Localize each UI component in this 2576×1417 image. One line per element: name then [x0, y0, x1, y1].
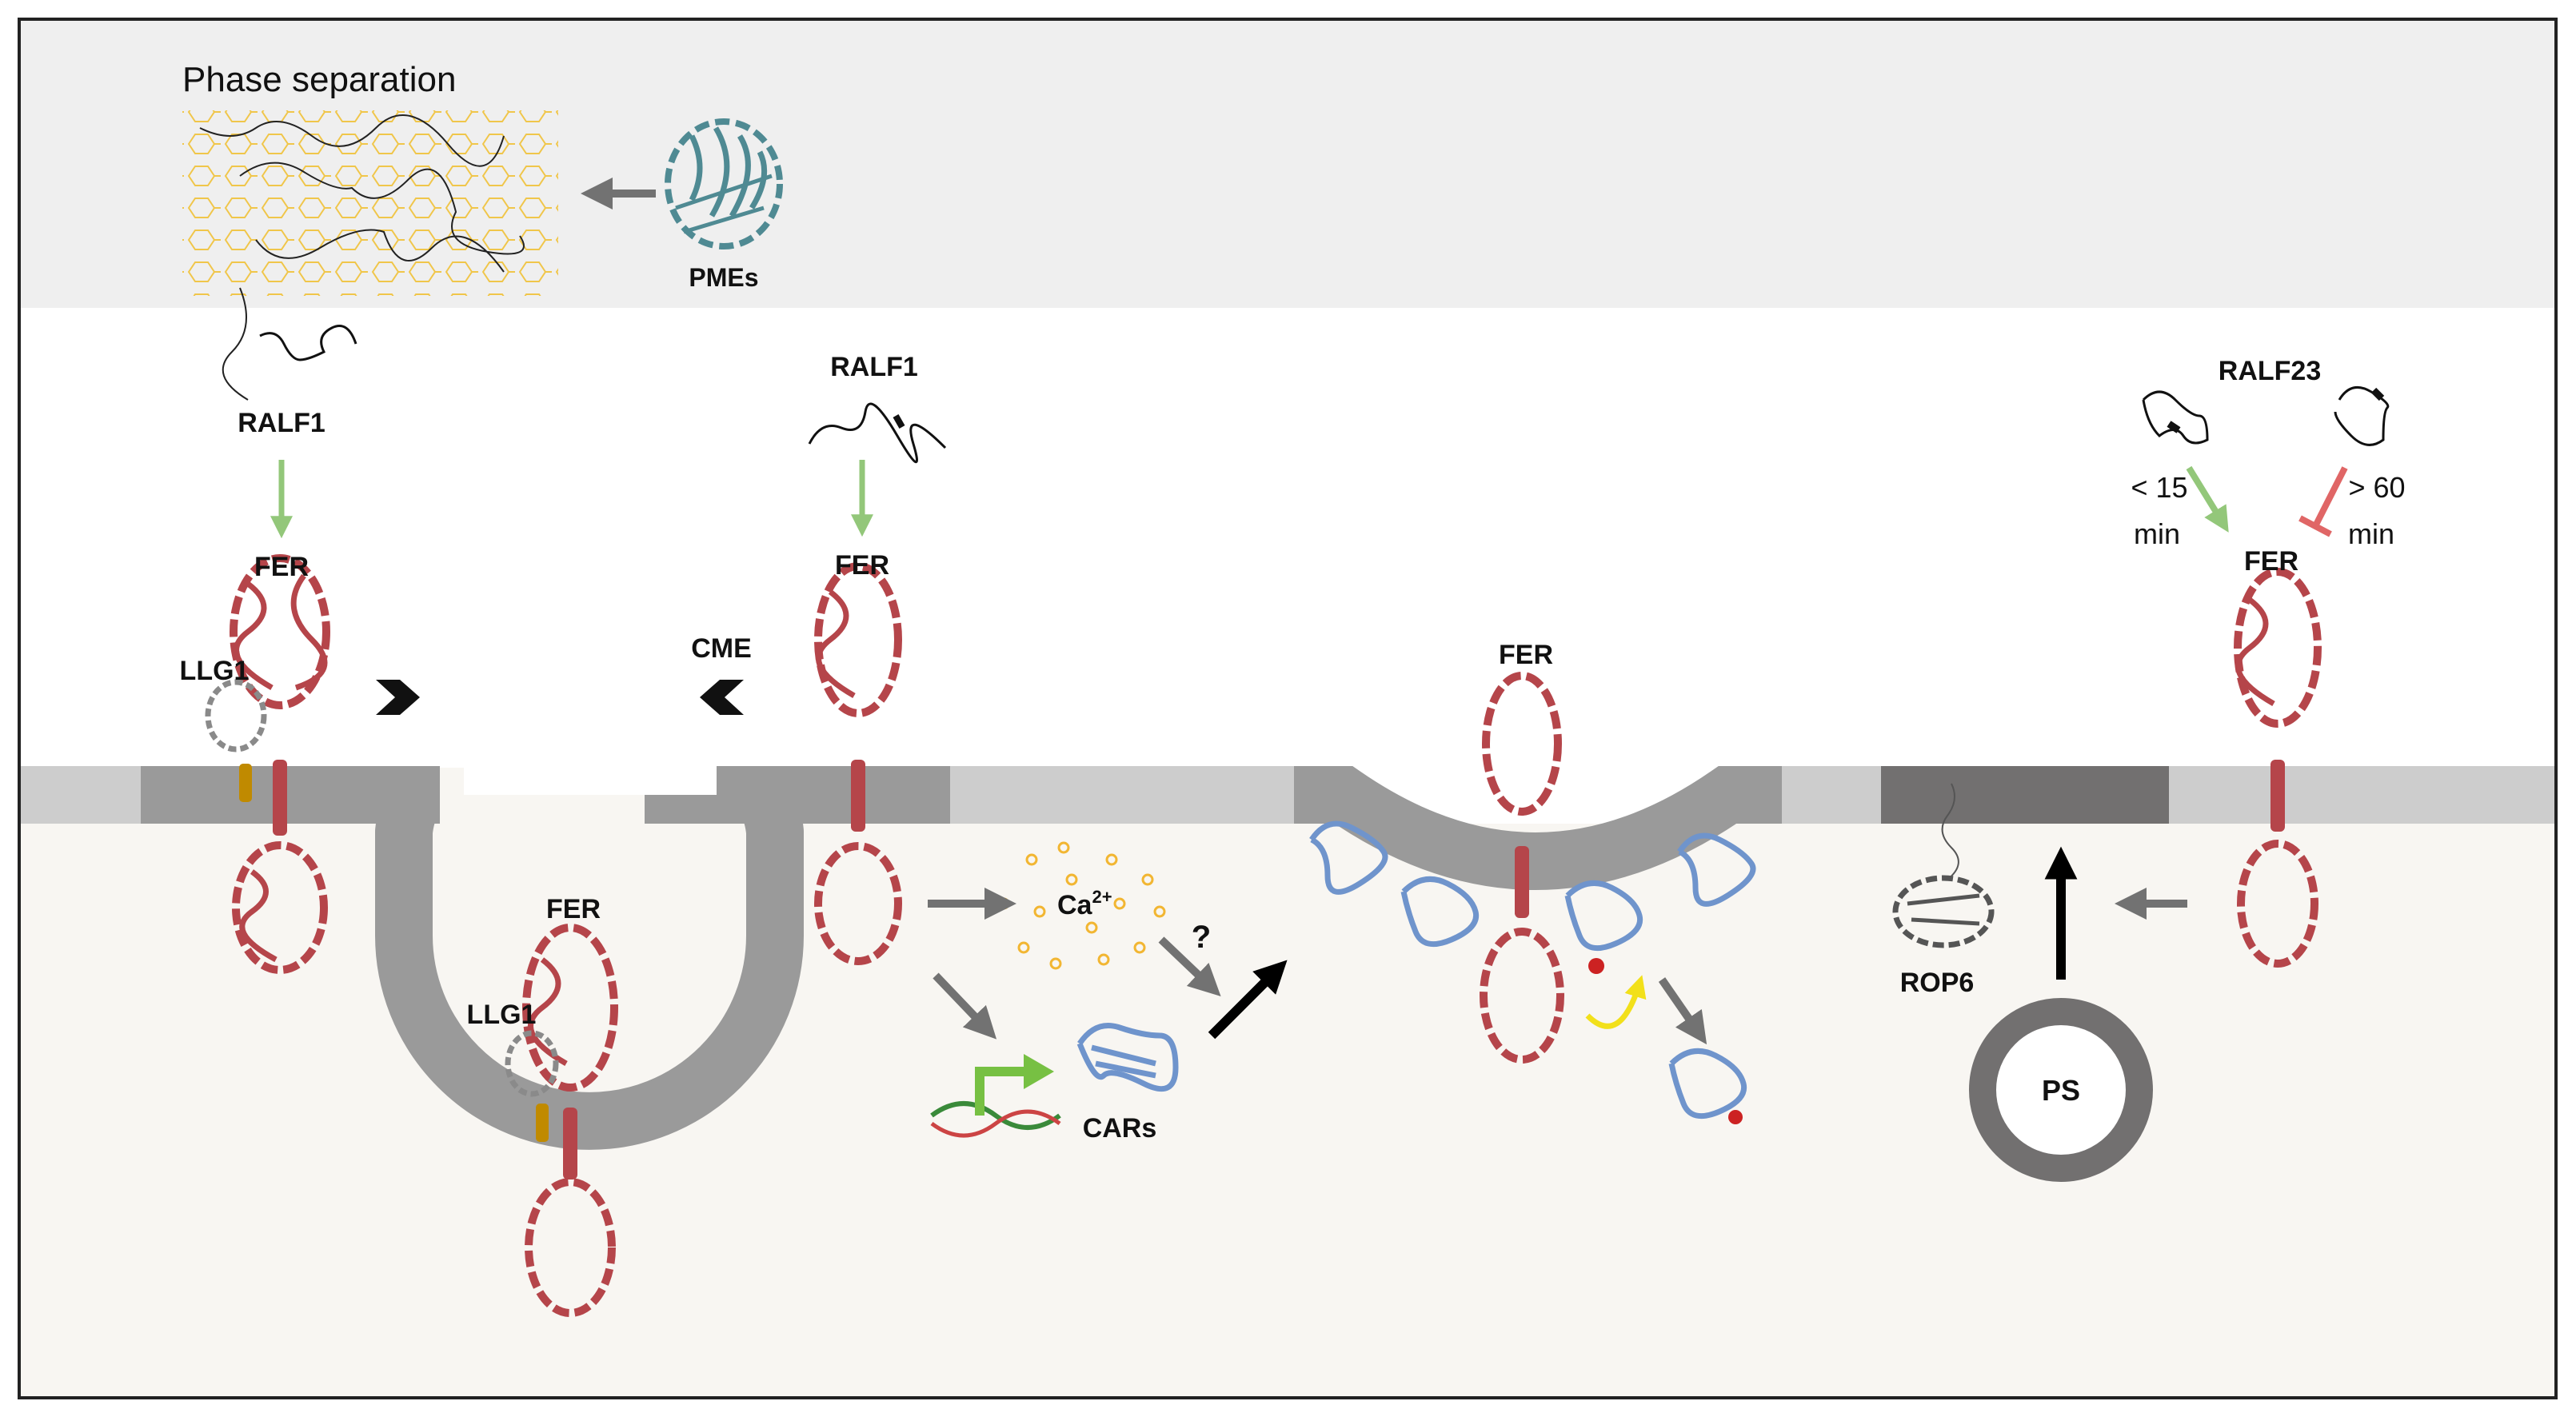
phosphorylation-arrow — [1585, 975, 1647, 1029]
fer-label-3: FER — [546, 894, 601, 924]
calcium-label: Ca2+ — [1057, 887, 1112, 920]
chevron-left-icon — [700, 680, 744, 715]
fer-label-2: FER — [835, 550, 889, 581]
figure-frame — [18, 18, 2558, 1399]
fer-label-5: FER — [2244, 546, 2298, 577]
rop6-label: ROP6 — [1900, 968, 1975, 998]
ralf23-peptide-left — [2142, 390, 2209, 445]
car-release-arrow — [1658, 977, 1707, 1045]
fer-receptor-4 — [1480, 672, 1564, 1064]
lt15-label: < 15 — [2131, 471, 2187, 504]
ralf1-peptide-mid — [808, 402, 947, 463]
llg1-label-top: LLG1 — [180, 656, 250, 686]
pmes-label: PMEs — [689, 263, 758, 292]
phosphate-mark-2 — [1728, 1110, 1743, 1124]
fer-receptor-2 — [814, 562, 902, 965]
dna-transcription — [930, 1054, 1061, 1138]
llg1-label-pit: LLG1 — [467, 1000, 537, 1030]
phase-separation-label: Phase separation — [182, 60, 456, 99]
pme-protein — [665, 118, 783, 249]
chevron-right-icon — [376, 680, 420, 715]
fer-receptor-1 — [230, 554, 330, 974]
curved-membrane-domain — [1294, 766, 1782, 890]
ps-label: PS — [2042, 1074, 2080, 1107]
ralf23-inhibition-arrow — [2298, 466, 2348, 537]
question-label: ? — [1192, 920, 1211, 955]
llg1-protein-pit — [505, 1030, 559, 1142]
ralf1-label-left: RALF1 — [238, 408, 325, 438]
ralf1-label-mid: RALF1 — [830, 352, 918, 382]
fer-label-4: FER — [1499, 640, 1553, 670]
ralf23-peptide-right — [2334, 385, 2390, 446]
min-label-right: min — [2348, 517, 2394, 550]
gt60-label: > 60 — [2348, 471, 2405, 504]
rop6-protein — [1892, 783, 1995, 948]
pectin-lattice — [182, 110, 558, 401]
ralf1-peptide-left — [259, 325, 357, 361]
car-proteins — [1076, 820, 1756, 1120]
phosphate-mark-1 — [1588, 958, 1604, 974]
endocytic-pit — [375, 766, 804, 1150]
ps-vesicle — [1969, 998, 2153, 1182]
fer-receptor-3 — [522, 924, 618, 1317]
calcium-to-car-arrow — [1158, 936, 1221, 997]
fer-to-transcription-arrow — [933, 972, 997, 1040]
apoplast-region — [19, 308, 2556, 768]
dark-nanodomain — [1881, 766, 2169, 824]
fer-receptor-5 — [2234, 568, 2322, 968]
ralf23-activation-arrow — [2186, 465, 2229, 533]
cars-label: CARs — [1083, 1113, 1157, 1144]
cme-label: CME — [691, 633, 752, 664]
min-label-left: min — [2134, 517, 2180, 550]
llg1-protein-top — [205, 679, 267, 802]
cars-to-membrane-arrow — [1208, 960, 1288, 1040]
ralf23-label: RALF23 — [2219, 356, 2321, 386]
fer-label-1: FER — [254, 552, 309, 582]
